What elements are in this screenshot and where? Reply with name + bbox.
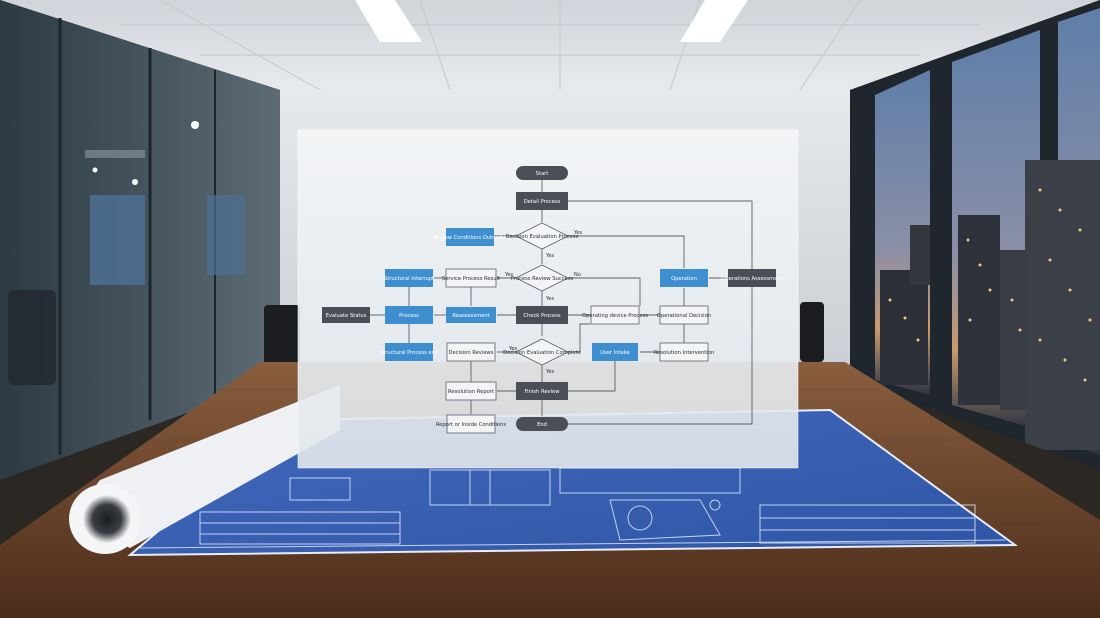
flow-node-label: Structural Interrupt	[384, 276, 434, 282]
flow-node-label: Resolution Report	[448, 389, 494, 395]
flow-node-o7: Report or Inside Conditions	[436, 414, 507, 434]
flow-node-shape	[728, 269, 776, 287]
flow-node-label: Reassessment	[452, 313, 489, 319]
flow-node-b5: Operation	[660, 269, 708, 287]
flow-node-label: Start	[536, 171, 549, 177]
flow-node-shape	[385, 343, 433, 361]
flow-node-shape	[516, 417, 568, 431]
flow-node-shape	[446, 307, 496, 323]
flow-node-shape	[445, 381, 497, 401]
flow-node-shape	[446, 342, 496, 362]
flow-node-label: Review Conditions Outcome	[434, 235, 507, 241]
flow-node-shape	[590, 305, 640, 325]
ceiling-light	[680, 0, 748, 42]
flow-node-shape	[516, 192, 568, 210]
flow-node-o1: Service Process Result	[442, 268, 500, 288]
flow-edge-label-yes: Yes	[545, 296, 554, 302]
flow-node-label: Service Process Result	[442, 276, 500, 282]
chairs	[8, 290, 824, 385]
flow-node-label: Evaluate Status	[326, 313, 367, 319]
flow-node-n2: Check Process	[516, 306, 568, 324]
flow-node-start: Start	[516, 166, 568, 180]
ceiling-light	[355, 0, 422, 42]
flow-node-shape	[516, 382, 568, 400]
ceiling-grid	[120, 0, 980, 91]
flow-node-label: Operations Assessment	[721, 276, 782, 282]
flow-node-b4: Reassessment	[446, 307, 496, 323]
flow-node-label: Process Review Success	[511, 276, 574, 282]
flow-node-shape	[515, 222, 569, 250]
flowchart-edges	[370, 180, 753, 425]
flow-node-n3: Finish Review	[516, 382, 568, 400]
flow-edge-label-yes: Yes	[508, 346, 517, 352]
city-lights	[888, 188, 1092, 382]
flow-node-label: Decision Evaluation Complete	[503, 350, 581, 356]
flow-node-label: Structural Process end	[380, 350, 438, 356]
flow-node-o4: Decision Reviews	[446, 342, 496, 362]
flow-node-b2: Structural Interrupt	[384, 269, 434, 287]
flow-node-shape	[660, 269, 708, 287]
flow-node-g1: Operations Assessment	[721, 269, 783, 287]
flow-node-r1: Evaluate Status	[322, 307, 370, 323]
paper-roll-core	[83, 495, 131, 543]
flow-node-b7: User Intake	[592, 343, 638, 361]
flow-edge-label-yes: Yes	[504, 272, 513, 278]
flow-edge-label-no: No	[574, 272, 581, 278]
flow-node-label: Process	[399, 313, 419, 319]
flow-node-label: User Intake	[600, 350, 630, 356]
flow-node-n1: Detail Process	[516, 192, 568, 210]
flow-node-b1: Review Conditions Outcome	[434, 228, 507, 246]
flow-node-end: End	[516, 417, 568, 431]
flow-node-shape	[446, 228, 494, 246]
glass-wall-frames	[58, 18, 245, 455]
flow-node-b3: Process	[385, 306, 433, 324]
blueprint-drawing	[139, 467, 1006, 549]
flow-node-label: Check Process	[523, 313, 561, 319]
ceiling	[0, 0, 1100, 90]
flow-edge-label-yes: Yes	[545, 369, 554, 375]
flow-node-label: Finish Review	[525, 389, 561, 395]
flow-node-o2: Operating device Process	[582, 305, 648, 325]
flow-node-label: End	[537, 422, 547, 428]
flow-node-shape	[516, 306, 568, 324]
flow-node-shape	[516, 166, 568, 180]
flow-node-d1: Decision Evaluation Process	[506, 222, 579, 250]
flow-node-shape	[385, 306, 433, 324]
flow-edge-label-yes: Yes	[545, 253, 554, 259]
flow-node-b6: Structural Process end	[380, 343, 438, 361]
glass-display-panel	[298, 130, 798, 468]
flow-node-shape	[659, 342, 709, 362]
flow-node-shape	[515, 264, 569, 292]
flow-node-label: Operation	[671, 276, 697, 282]
flow-node-shape	[515, 338, 569, 366]
flow-node-shape	[592, 343, 638, 361]
flow-edge-label-yes: Yes	[573, 230, 582, 236]
flow-node-label: Detail Process	[524, 199, 561, 205]
flow-node-label: Resolution Intervention	[654, 350, 714, 356]
glass-panel-border	[297, 129, 799, 469]
flow-node-shape	[385, 269, 433, 287]
flow-node-o6: Resolution Report	[445, 381, 497, 401]
flow-node-shape	[322, 307, 370, 323]
flow-node-label: Decision Evaluation Process	[506, 234, 579, 240]
flow-node-label: Report or Inside Conditions	[436, 422, 507, 428]
flow-node-shape	[445, 268, 497, 288]
flow-node-d2: Process Review Success	[511, 264, 574, 292]
flow-node-label: Decision Reviews	[449, 350, 494, 356]
flow-node-o3: Operational Decision	[657, 305, 711, 325]
flow-node-o5: Resolution Intervention	[654, 342, 714, 362]
flow-node-label: Operational Decision	[657, 313, 711, 319]
flow-node-shape	[446, 414, 496, 434]
flow-node-label: Operating device Process	[582, 313, 648, 319]
flow-node-shape	[659, 305, 709, 325]
flow-node-d3: Decision Evaluation Complete	[503, 338, 581, 366]
